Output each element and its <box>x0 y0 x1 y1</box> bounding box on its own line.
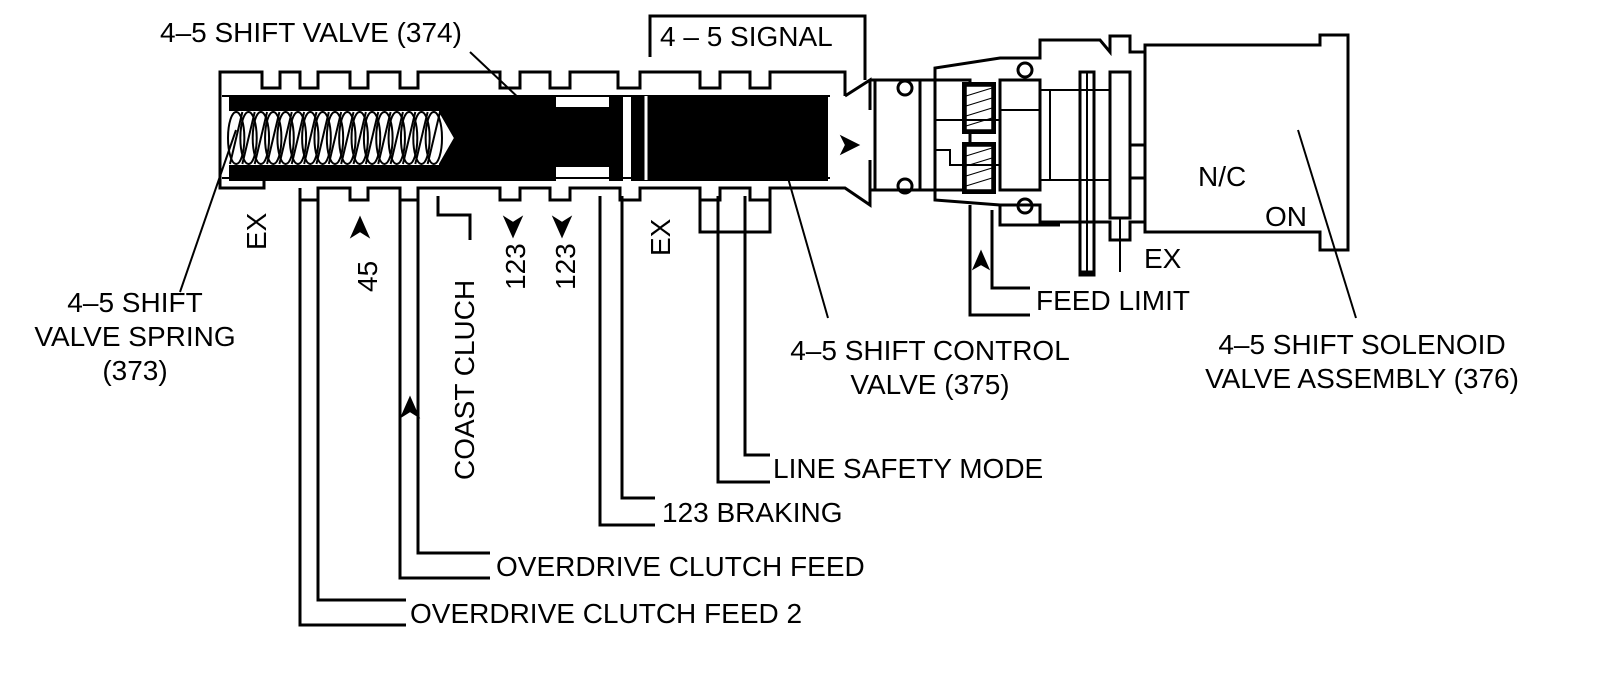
spring-coil-wire <box>303 111 318 165</box>
spring-coil-wire <box>401 111 417 165</box>
signal-label: 4 – 5 SIGNAL <box>660 21 833 52</box>
shift-valve-spool <box>229 95 828 181</box>
feed-limit-arrow-icon <box>971 249 991 271</box>
overdrive-feed-arrow-icon <box>399 395 421 419</box>
spring-coil <box>301 111 320 165</box>
port-45-label: 45 <box>352 261 383 292</box>
solenoid-label-line1: 4–5 SHIFT SOLENOID <box>1218 329 1505 360</box>
spring-coil <box>362 111 382 165</box>
port-123a-arrow-icon <box>502 215 524 239</box>
od-feed-label: OVERDRIVE CLUTCH FEED <box>496 551 865 582</box>
line-safety-label: LINE SAFETY MODE <box>773 453 1043 484</box>
signal-box <box>648 14 867 80</box>
ex-solenoid-label: EX <box>1144 243 1182 274</box>
spring-label-line1: 4–5 SHIFT <box>67 287 202 318</box>
spring-coil <box>325 111 345 165</box>
solenoid-leader <box>1297 129 1357 319</box>
coast-clutch-label: COAST CLUCH <box>449 280 480 480</box>
spring-coil <box>288 111 308 165</box>
control-valve-leader <box>777 142 829 319</box>
spring-coil-wire <box>315 111 330 165</box>
spring-leader <box>179 129 237 293</box>
spring-coil <box>350 111 369 165</box>
control-valve-label-line2: VALVE (375) <box>850 369 1009 400</box>
spring-coil <box>338 111 357 165</box>
spring-coil-wire <box>278 111 293 165</box>
port-123a-label: 123 <box>500 243 531 290</box>
spring-coil-wire <box>241 111 256 165</box>
port-passages <box>298 196 772 627</box>
port-45-arrow-icon <box>349 215 371 239</box>
spring-coil-wire <box>266 111 281 165</box>
spring-coil-wire <box>389 111 404 165</box>
control-valve-label-line1: 4–5 SHIFT CONTROL <box>790 335 1070 366</box>
spring-label-line2: VALVE SPRING <box>34 321 235 352</box>
shift-valve-label: 4–5 SHIFT VALVE (374) <box>160 17 462 48</box>
spring-coil <box>313 111 332 165</box>
ex-left-label: EX <box>241 212 272 250</box>
spring-coil <box>399 111 419 165</box>
spring-coil <box>227 111 246 165</box>
spring-coil <box>424 111 443 165</box>
spring-coil <box>387 111 406 165</box>
spring-coil-wire <box>364 111 380 165</box>
spring-coil-wire <box>426 111 441 165</box>
ex-mid-label: EX <box>645 218 676 256</box>
spring-coil-wire <box>414 111 429 165</box>
spring-label-line3: (373) <box>102 355 167 386</box>
spring-coil-wire <box>377 111 392 165</box>
spring-coil <box>239 111 258 165</box>
od-feed2-label: OVERDRIVE CLUTCH FEED 2 <box>410 598 802 629</box>
solenoid-label-line2: VALVE ASSEMBLY (376) <box>1205 363 1519 394</box>
solenoid-assembly <box>870 33 1350 317</box>
valve-spring <box>227 111 443 165</box>
spring-coil-wire <box>253 111 269 165</box>
spring-coil <box>264 111 283 165</box>
spring-coil-wire <box>229 111 244 165</box>
spring-coil-wire <box>340 111 355 165</box>
port-123b-label: 123 <box>550 243 581 290</box>
shift-valve-leader <box>469 51 541 119</box>
spring-coil <box>276 111 295 165</box>
spring-coil-wire <box>290 111 306 165</box>
braking-label: 123 BRAKING <box>662 497 843 528</box>
signal-arrow-icon <box>839 134 861 156</box>
spring-coil <box>251 111 271 165</box>
spring-coil <box>412 111 431 165</box>
spring-coil <box>375 111 394 165</box>
feed-limit-label: FEED LIMIT <box>1036 285 1190 316</box>
nc-label: N/C <box>1198 161 1246 192</box>
spring-coil-wire <box>352 111 367 165</box>
spring-coil-wire <box>327 111 343 165</box>
port-123b-arrow-icon <box>551 215 573 239</box>
on-label: ON <box>1265 201 1307 232</box>
